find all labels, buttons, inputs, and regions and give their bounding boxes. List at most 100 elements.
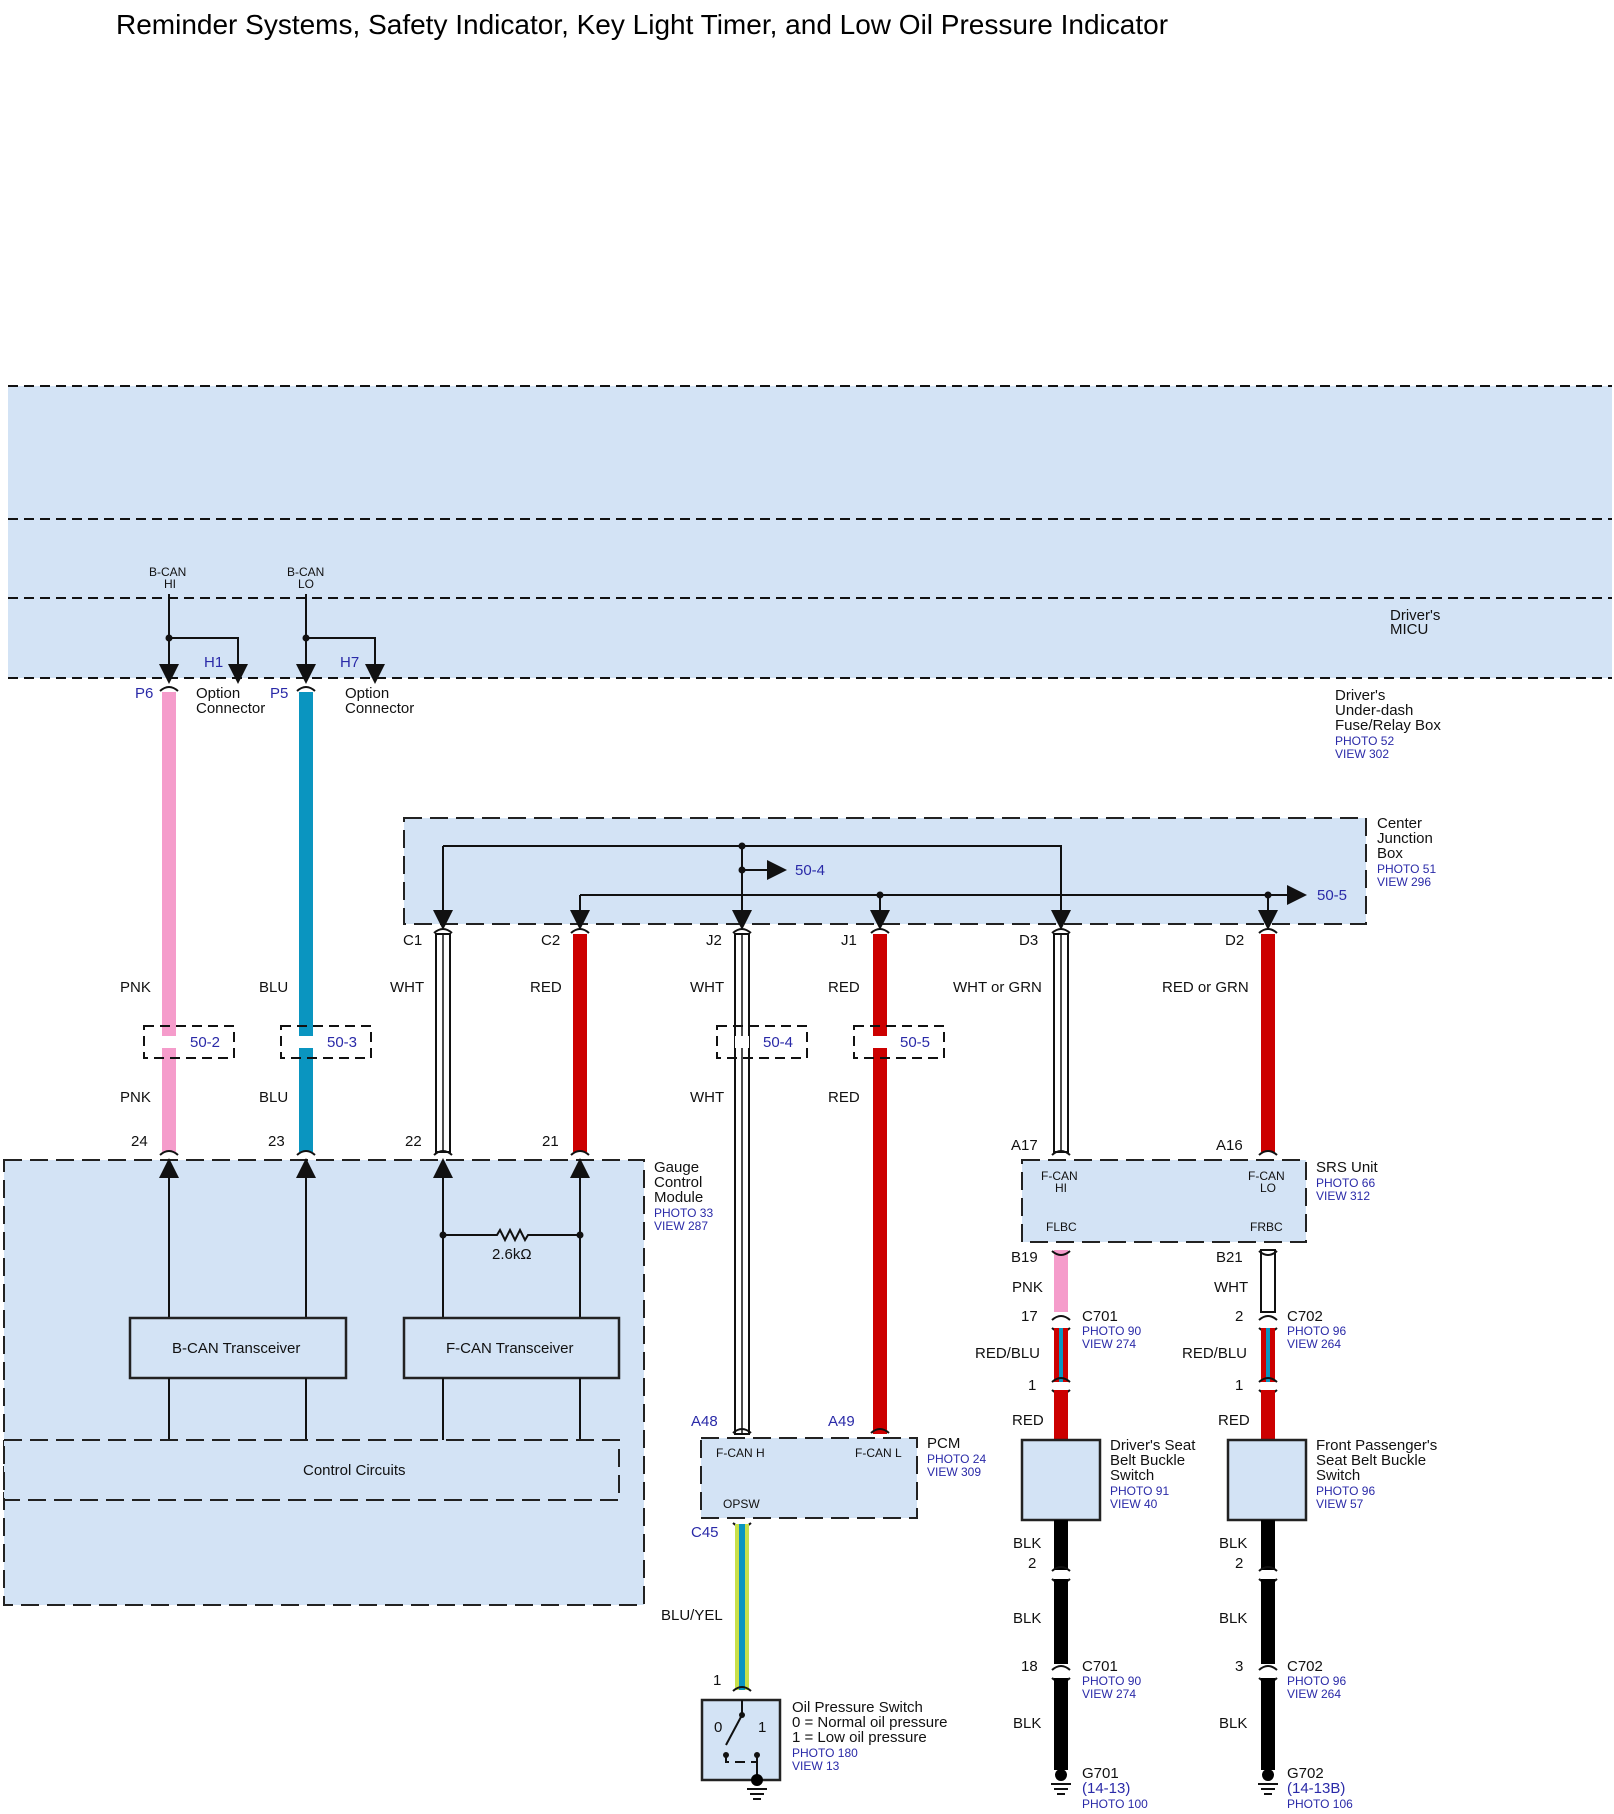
right-pin-3: 3: [1235, 1658, 1243, 1675]
gauge-pin-23: 23: [268, 1133, 285, 1150]
cjb-c2: C2: [541, 932, 560, 949]
pcm-view: VIEW 309: [927, 1465, 981, 1479]
fuse-relay-box: [8, 386, 1612, 678]
wire-label-red-j1-lower: RED: [828, 1089, 860, 1106]
oil-label-3: 1 = Low oil pressure: [792, 1729, 927, 1746]
srs-b21: B21: [1216, 1249, 1243, 1266]
cjb-label-2: Junction: [1377, 830, 1433, 847]
g701-label: G701: [1082, 1765, 1119, 1782]
oil-switch-0: 0: [714, 1719, 722, 1736]
left-c701: C701: [1082, 1308, 1118, 1325]
right-blk-3: BLK: [1219, 1715, 1247, 1732]
cjb-label-3: Box: [1377, 845, 1403, 862]
page-title: Reminder Systems, Safety Indicator, Key …: [116, 9, 1168, 40]
cjb-label-1: Center: [1377, 815, 1422, 832]
fcan-transceiver-label: F-CAN Transceiver: [446, 1340, 574, 1357]
passenger-switch-label-2: Seat Belt Buckle: [1316, 1452, 1426, 1469]
bcan-transceiver: [128, 1316, 348, 1380]
wire-label-wht-or-grn: WHT or GRN: [953, 979, 1042, 996]
left-pin-17: 17: [1021, 1308, 1038, 1325]
driver-switch-view: VIEW 40: [1110, 1497, 1158, 1511]
bcan-lo-label: B-CAN: [287, 565, 324, 579]
ref-50-5: 50-5: [900, 1034, 930, 1051]
control-circuits: [3, 1439, 620, 1501]
wire-blu: [299, 692, 313, 1152]
srs-b19: B19: [1011, 1249, 1038, 1266]
wire-label-pnk-2: PNK: [120, 1089, 151, 1106]
oil-photo: PHOTO 180: [792, 1746, 858, 1760]
oil-label-1: Oil Pressure Switch: [792, 1699, 923, 1716]
wire-red-right: [1261, 1390, 1275, 1440]
srs-unit: [1021, 1159, 1307, 1243]
driver-switch-photo: PHOTO 91: [1110, 1484, 1169, 1498]
g701-ref: (14-13): [1082, 1780, 1130, 1797]
wire-label-wht: WHT: [390, 979, 424, 996]
oil-view: VIEW 13: [792, 1759, 840, 1773]
right-pin-2: 2: [1235, 1308, 1243, 1325]
srs-fcan-lo: F-CAN: [1248, 1169, 1285, 1183]
wire-label-pnk: PNK: [120, 979, 151, 996]
pcm-a49: A49: [828, 1413, 855, 1430]
right-c702: C702: [1287, 1308, 1323, 1325]
left-pin-18: 18: [1021, 1658, 1038, 1675]
ground-icon-g702: [1262, 1769, 1274, 1781]
srs-view: VIEW 312: [1316, 1189, 1370, 1203]
wire-blk-left-3: [1054, 1678, 1068, 1770]
bcan-hi-label-2: HI: [164, 577, 176, 591]
passenger-switch-view: VIEW 57: [1316, 1497, 1364, 1511]
center-junction-box: [403, 817, 1367, 925]
fusebox-label-1: Driver's: [1335, 687, 1385, 704]
left-red-label: RED: [1012, 1412, 1044, 1429]
passenger-switch-label-3: Switch: [1316, 1467, 1360, 1484]
micu-label: Driver's: [1390, 607, 1440, 624]
left-c701-view: VIEW 274: [1082, 1337, 1136, 1351]
driver-switch-label-2: Belt Buckle: [1110, 1452, 1185, 1469]
wire-label-blu-2: BLU: [259, 1089, 288, 1106]
option-connector-1b: Connector: [196, 700, 265, 717]
ref-50-2: 50-2: [190, 1034, 220, 1051]
wire-label-wht-j2-lower: WHT: [690, 1089, 724, 1106]
wire-label-red-or-grn: RED or GRN: [1162, 979, 1249, 996]
left-pnk-label: PNK: [1012, 1279, 1043, 1296]
oil-wire-label: BLU/YEL: [661, 1607, 723, 1624]
fusebox-view: VIEW 302: [1335, 747, 1389, 761]
wire-blk-right-2: [1261, 1579, 1275, 1664]
right-redblu-label: RED/BLU: [1182, 1345, 1247, 1362]
option-connector-2: Option: [345, 685, 389, 702]
left-c701b: C701: [1082, 1658, 1118, 1675]
h1-label: H1: [204, 654, 223, 671]
srs-fcan-hi: F-CAN: [1041, 1169, 1078, 1183]
fusebox-label-3: Fuse/Relay Box: [1335, 717, 1441, 734]
right-blk-1: BLK: [1219, 1535, 1247, 1552]
gauge-label-3: Module: [654, 1189, 703, 1206]
left-pin-1: 1: [1028, 1377, 1036, 1394]
left-pin-2: 2: [1028, 1555, 1036, 1572]
cjb-j1: J1: [841, 932, 857, 949]
cjb-d2: D2: [1225, 932, 1244, 949]
wire-label-red: RED: [530, 979, 562, 996]
pcm-c45: C45: [691, 1524, 719, 1541]
srs-flbc: FLBC: [1046, 1220, 1077, 1234]
wire-pnk-b19: [1054, 1250, 1068, 1312]
ref-50-3: 50-3: [327, 1034, 357, 1051]
driver-switch-label-1: Driver's Seat: [1110, 1437, 1196, 1454]
srs-frbc: FRBC: [1250, 1220, 1283, 1234]
pcm-box: [700, 1437, 918, 1519]
wire-red-j1: [873, 934, 887, 1434]
left-c701b-photo: PHOTO 90: [1082, 1674, 1141, 1688]
gauge-pin-21: 21: [542, 1133, 559, 1150]
cjb-d3: D3: [1019, 932, 1038, 949]
p5-label: P5: [270, 685, 288, 702]
wire-label-wht-j2: WHT: [690, 979, 724, 996]
pcm-opsw: OPSW: [723, 1497, 760, 1511]
wire-pnk: [162, 692, 176, 1152]
g702-ref: (14-13B): [1287, 1780, 1345, 1797]
ground-icon-g701: [1055, 1769, 1067, 1781]
pcm-fcan-h: F-CAN H: [716, 1446, 765, 1460]
right-c702b-view: VIEW 264: [1287, 1687, 1341, 1701]
fcan-transceiver: [402, 1316, 621, 1380]
pcm-photo: PHOTO 24: [927, 1452, 986, 1466]
bcan-transceiver-label: B-CAN Transceiver: [172, 1340, 300, 1357]
srs-fcan-lo-2: LO: [1260, 1181, 1276, 1195]
